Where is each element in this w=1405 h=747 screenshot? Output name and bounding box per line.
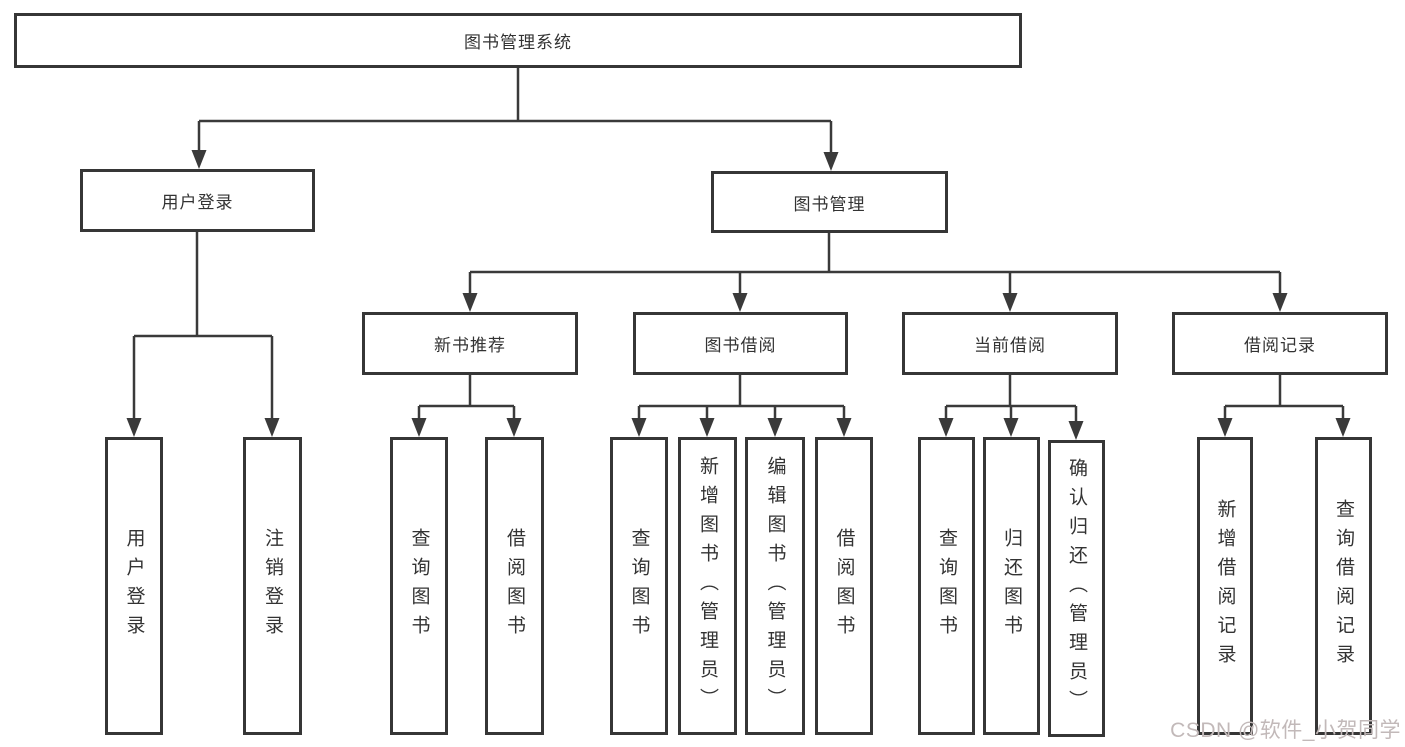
- connector-borrow-records-to-leaves: [1217, 375, 1351, 437]
- connector-line: [417, 375, 516, 419]
- arrow-down-icon: [462, 293, 478, 312]
- leaf-edit-books-admin: 编辑图书（管理员）: [745, 437, 805, 735]
- node-label: 查询图书: [936, 528, 957, 644]
- leaf-query-books-current: 查询图书: [918, 437, 975, 735]
- leaf-query-borrow-record: 查询借阅记录: [1315, 437, 1372, 735]
- node-label: 查询图书: [408, 528, 430, 644]
- node-label: 查询借阅记录: [1333, 499, 1354, 673]
- node-label: 图书管理系统: [464, 33, 572, 52]
- node-label: 图书管理: [793, 194, 866, 214]
- node-label: 新书推荐: [434, 336, 506, 355]
- csdn-watermark: CSDN @软件_小贺同学: [1170, 719, 1401, 742]
- arrow-down-icon: [1002, 293, 1018, 312]
- arrow-down-icon: [823, 152, 839, 171]
- connector-user-login-to-leaves: [126, 232, 280, 437]
- node-current-borrow: 当前借阅: [902, 312, 1118, 375]
- node-user-login: 用户登录: [80, 169, 315, 232]
- leaf-user-login: 用户登录: [105, 437, 163, 735]
- node-label: 图书借阅: [704, 336, 777, 355]
- node-book-management: 图书管理: [711, 171, 948, 233]
- leaf-borrow-books: 借阅图书: [815, 437, 873, 735]
- connector-line: [197, 68, 833, 153]
- connector-line: [637, 375, 846, 419]
- connector-book-management-to-level3: [462, 233, 1288, 312]
- leaf-confirm-return-admin: 确认归还（管理员）: [1048, 440, 1105, 737]
- arrow-down-icon: [938, 418, 954, 437]
- leaf-borrow-books-recommend: 借阅图书: [485, 437, 544, 735]
- node-label: 归还图书: [1001, 528, 1022, 644]
- node-label: 用户登录: [161, 193, 234, 212]
- connector-line: [1223, 375, 1345, 419]
- arrow-down-icon: [1335, 418, 1351, 437]
- node-book-borrow: 图书借阅: [633, 312, 848, 375]
- node-borrow-records: 借阅记录: [1172, 312, 1388, 375]
- node-label: 用户登录: [123, 528, 145, 644]
- connector-current-borrow-to-leaves: [938, 375, 1084, 440]
- arrow-down-icon: [767, 418, 783, 437]
- leaf-add-books-admin: 新增图书（管理员）: [678, 437, 737, 735]
- connector-root-to-level2: [191, 68, 839, 171]
- node-library-management-system: 图书管理系统: [14, 13, 1022, 68]
- arrow-down-icon: [126, 418, 142, 437]
- arrow-down-icon: [1217, 418, 1233, 437]
- arrow-down-icon: [699, 418, 715, 437]
- arrow-down-icon: [506, 418, 522, 437]
- node-label: 借阅图书: [504, 528, 525, 644]
- leaf-query-books-recommend: 查询图书: [390, 437, 448, 735]
- node-label: 编辑图书（管理员）: [764, 455, 786, 717]
- arrow-down-icon: [631, 418, 647, 437]
- node-label: 新增图书（管理员）: [697, 455, 718, 717]
- node-label: 新增借阅记录: [1214, 499, 1236, 673]
- connector-line: [468, 233, 1282, 294]
- arrow-down-icon: [1272, 293, 1288, 312]
- leaf-return-books: 归还图书: [983, 437, 1040, 735]
- node-label: 查询图书: [628, 528, 650, 644]
- leaf-add-borrow-record: 新增借阅记录: [1197, 437, 1253, 735]
- arrow-down-icon: [836, 418, 852, 437]
- node-label: 借阅记录: [1244, 336, 1316, 355]
- connector-new-book-recommend-to-leaves: [411, 375, 522, 437]
- connector-line: [944, 375, 1078, 422]
- connector-line: [132, 232, 274, 419]
- arrow-down-icon: [411, 418, 427, 437]
- arrow-down-icon: [1068, 421, 1084, 440]
- arrow-down-icon: [191, 150, 207, 169]
- node-label: 借阅图书: [833, 528, 855, 644]
- arrow-down-icon: [1003, 418, 1019, 437]
- connector-book-borrow-to-leaves: [631, 375, 852, 437]
- arrow-down-icon: [732, 293, 748, 312]
- arrow-down-icon: [264, 418, 280, 437]
- leaf-logout: 注销登录: [243, 437, 302, 735]
- node-label: 当前借阅: [974, 336, 1046, 355]
- node-label: 确认归还（管理员）: [1066, 458, 1087, 719]
- node-new-book-recommend: 新书推荐: [362, 312, 578, 375]
- node-label: 注销登录: [262, 528, 283, 644]
- leaf-query-books: 查询图书: [610, 437, 668, 735]
